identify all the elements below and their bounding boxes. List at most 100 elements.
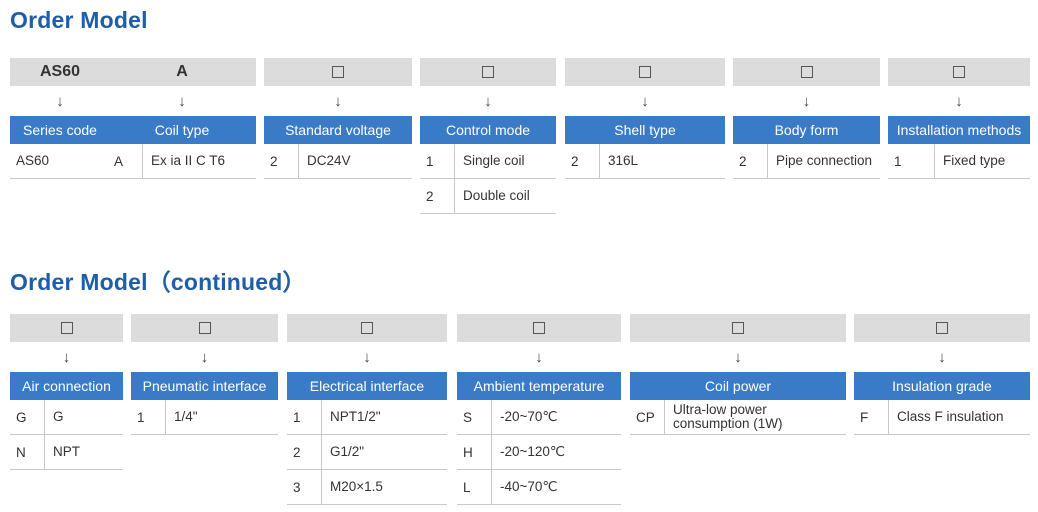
body-form-option-row: 2 Pipe connection <box>733 144 880 179</box>
down-arrow-icon: ↓ <box>938 348 946 366</box>
option-description: G <box>44 400 123 434</box>
option-description: Ultra-low power consumption (1W) <box>664 400 846 434</box>
down-arrow-icon: ↓ <box>955 92 963 110</box>
down-arrow-icon: ↓ <box>802 92 811 110</box>
option-code: G <box>16 409 27 425</box>
option-code: 2 <box>571 153 579 169</box>
option-code: S <box>463 409 473 425</box>
down-arrow-icon: ↓ <box>178 92 186 110</box>
down-arrow-icon: ↓ <box>56 92 64 110</box>
option-code: 1 <box>137 409 145 425</box>
order-model-title: Order Model <box>10 7 148 33</box>
option-description: -20~70℃ <box>491 400 621 434</box>
coil-type-header: Coil type <box>108 116 256 144</box>
option-description: NPT1/2" <box>321 400 447 434</box>
down-arrow-icon: ↓ <box>62 348 71 366</box>
option-description: DC24V <box>298 144 412 178</box>
option-description: Single coil <box>454 144 556 178</box>
insulation-grade-option-row: F Class F insulation <box>854 400 1030 435</box>
option-code: 2 <box>426 188 434 204</box>
shell-type-code-cell <box>565 58 725 86</box>
placeholder-box-icon <box>639 66 651 78</box>
ambient-temperature-header: Ambient temperature <box>457 372 621 400</box>
standard-voltage-code-cell <box>264 58 412 86</box>
standard-voltage-header: Standard voltage <box>264 116 412 144</box>
series-code-option-row: AS60 <box>10 144 110 179</box>
down-arrow-icon: ↓ <box>200 348 209 366</box>
column-installation-methods: ↓ Installation methods 1 Fixed type <box>888 58 1030 179</box>
option-description: NPT <box>44 435 123 469</box>
insulation-grade-code-cell <box>854 314 1030 342</box>
option-description: G1/2" <box>321 435 447 469</box>
down-arrow-icon: ↓ <box>535 348 543 366</box>
option-description: 1/4" <box>165 400 278 434</box>
option-code: A <box>114 153 124 169</box>
placeholder-box-icon <box>533 322 545 334</box>
option-description: Double coil <box>454 179 556 213</box>
column-body-form: ↓ Body form 2 Pipe connection <box>733 58 880 179</box>
option-code: 3 <box>293 479 301 495</box>
option-description: Fixed type <box>934 144 1030 178</box>
pneumatic-interface-header: Pneumatic interface <box>131 372 278 400</box>
air-connection-header: Air connection <box>10 372 123 400</box>
down-arrow-icon: ↓ <box>484 92 492 110</box>
column-pneumatic-interface: ↓ Pneumatic interface 1 1/4" <box>131 314 278 435</box>
placeholder-box-icon <box>936 322 948 334</box>
body-form-code-cell <box>733 58 880 86</box>
electrical-interface-option-row: 3 M20×1.5 <box>287 470 447 505</box>
placeholder-box-icon <box>332 66 344 78</box>
coil-power-header: Coil power <box>630 372 846 400</box>
down-arrow-icon: ↓ <box>334 92 342 110</box>
ambient-temperature-option-row: S -20~70℃ <box>457 400 621 435</box>
option-description: M20×1.5 <box>321 470 447 504</box>
option-code: 1 <box>293 409 301 425</box>
electrical-interface-header: Electrical interface <box>287 372 447 400</box>
option-code: H <box>463 444 473 460</box>
placeholder-box-icon <box>800 66 813 78</box>
down-arrow-icon: ↓ <box>641 92 649 110</box>
pneumatic-interface-option-row: 1 1/4" <box>131 400 278 435</box>
option-description: Pipe connection <box>767 144 880 178</box>
down-arrow-icon: ↓ <box>363 348 371 366</box>
placeholder-box-icon <box>361 322 373 334</box>
electrical-interface-code-cell <box>287 314 447 342</box>
option-code: 1 <box>426 153 434 169</box>
option-code: 1 <box>894 153 902 169</box>
shell-type-header: Shell type <box>565 116 725 144</box>
ambient-temperature-code-cell <box>457 314 621 342</box>
order-model-continued-title: Order Model（continued） <box>10 269 306 295</box>
electrical-interface-option-row: 1 NPT1/2" <box>287 400 447 435</box>
placeholder-box-icon <box>482 66 494 78</box>
option-code: 2 <box>739 153 747 169</box>
option-code: F <box>860 409 869 425</box>
down-arrow-icon: ↓ <box>734 348 742 366</box>
insulation-grade-header: Insulation grade <box>854 372 1030 400</box>
option-code: L <box>463 479 471 495</box>
installation-methods-code-cell <box>888 58 1030 86</box>
control-mode-option-row: 1 Single coil <box>420 144 556 179</box>
control-mode-option-row: 2 Double coil <box>420 179 556 214</box>
option-description: AS60 <box>16 153 50 168</box>
coil-power-code-cell <box>630 314 846 342</box>
series-code-header: Series code <box>10 116 110 144</box>
placeholder-box-icon <box>198 322 211 334</box>
installation-methods-header: Installation methods <box>888 116 1030 144</box>
option-description: -20~120℃ <box>491 435 621 469</box>
air-connection-code-cell <box>10 314 123 342</box>
body-form-header: Body form <box>733 116 880 144</box>
option-description: Class F insulation <box>888 400 1030 434</box>
